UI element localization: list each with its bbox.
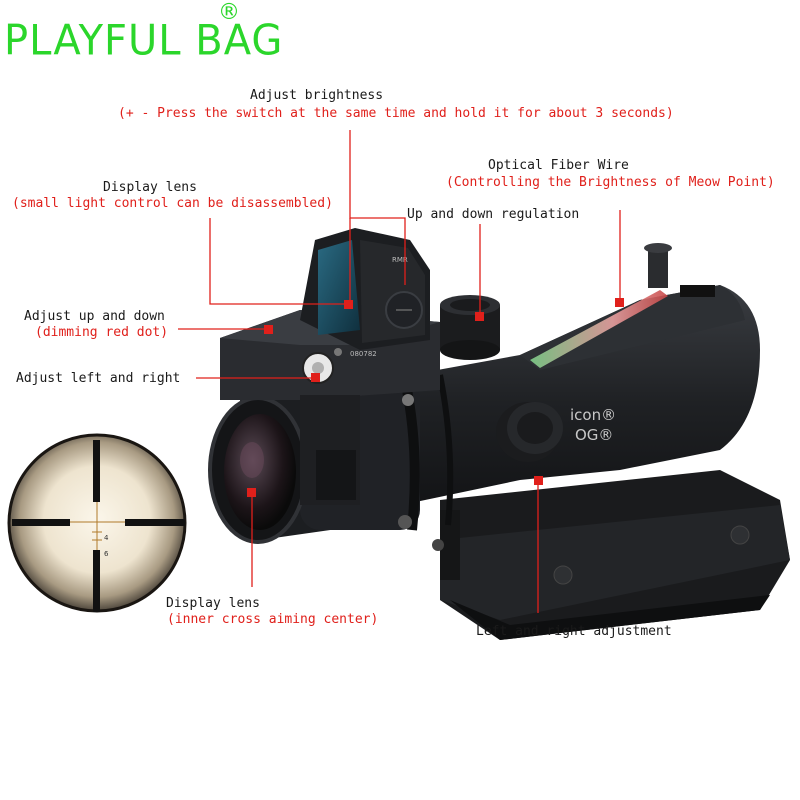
label-up-down-regulation: Up and down regulation (407, 207, 580, 222)
note-adjust-up-down: (dimming red dot) (35, 325, 169, 340)
label-adjust-up-down: Adjust up and down (24, 309, 165, 324)
leader-lines (178, 130, 621, 613)
rmr-model-text: RMR (392, 256, 408, 264)
label-adjust-brightness: Adjust brightness (250, 88, 384, 103)
note-display-lens-bottom: (inner cross aiming center) (167, 612, 379, 627)
reticle-mark-4: 4 (104, 534, 109, 542)
marker-points (247, 298, 624, 497)
reticle-mark-6: 6 (104, 550, 109, 558)
side-model-text: OG® (575, 426, 613, 444)
label-adjust-left-right: Adjust left and right (16, 371, 181, 386)
label-optical-fiber: Optical Fiber Wire (488, 158, 629, 173)
label-left-right-adjustment: Left and right adjustment (476, 624, 672, 639)
reticle-view: 4 6 (7, 433, 187, 613)
marker-display-lens-bottom (247, 488, 256, 497)
marker-fiber-wire (615, 298, 624, 307)
note-display-lens-top: (small light control can be disassembled… (12, 196, 333, 211)
side-brand-text: icon® (570, 406, 616, 424)
note-optical-fiber: (Controlling the Brightness of Meow Poin… (446, 175, 775, 190)
rail-mount (440, 470, 790, 640)
marker-up-down-regulation (475, 312, 484, 321)
serial-number-text: 080782 (350, 350, 377, 358)
registered-mark: ® (218, 0, 240, 25)
marker-left-right-adjustment (534, 476, 543, 485)
marker-display-lens-top (344, 300, 353, 309)
marker-up-down (264, 325, 273, 334)
note-adjust-brightness: (+ - Press the switch at the same time a… (118, 106, 674, 121)
label-display-lens-bottom: Display lens (166, 596, 260, 611)
marker-left-right (311, 373, 320, 382)
label-display-lens-top: Display lens (103, 180, 197, 195)
turrets (440, 295, 563, 462)
brand-logo-text: PLAYFUL BAG (4, 16, 284, 66)
